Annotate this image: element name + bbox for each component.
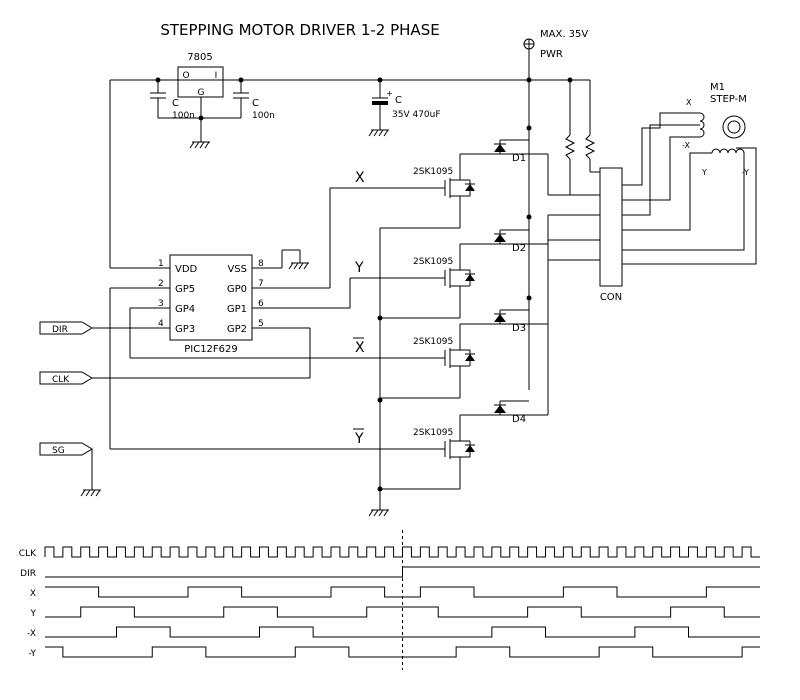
phase-waveform (45, 586, 760, 598)
microcontroller: PIC12F629 VDD GP5 GP4 GP3 1 2 3 4 VSS GP… (158, 254, 264, 355)
power-voltage-label: MAX. 35V (540, 29, 588, 40)
gate-signal-label: X (355, 340, 365, 356)
capacitor-c1: C 100n (150, 80, 195, 121)
mosfet-stage: D1 2SK1095 X (355, 139, 600, 229)
timing-signal-label: CLK (19, 549, 37, 559)
svg-text:100n: 100n (172, 111, 195, 121)
svg-text:100n: 100n (252, 111, 275, 121)
svg-text:7: 7 (258, 279, 264, 289)
svg-text:M1: M1 (710, 82, 725, 93)
svg-text:C: C (252, 98, 259, 109)
svg-text:GP1: GP1 (227, 304, 247, 315)
power-name-label: PWR (540, 49, 563, 60)
svg-text:Y: Y (701, 168, 707, 177)
timing-signal-label: DIR (20, 569, 36, 579)
svg-text:SG: SG (52, 446, 65, 456)
diode-label: D1 (512, 153, 526, 164)
svg-text:CLK: CLK (52, 375, 70, 385)
svg-text:C: C (395, 95, 402, 106)
svg-text:O: O (182, 71, 189, 81)
pullup-resistors (564, 79, 600, 196)
voltage-regulator: 7805 O I G (155, 52, 244, 142)
svg-text:+: + (386, 89, 393, 98)
svg-text:6: 6 (258, 299, 264, 309)
timing-signal-label: Y (30, 609, 37, 619)
regulator-name: 7805 (187, 52, 212, 63)
mosfet-stage: D2 2SK1095 Y (354, 214, 600, 319)
port-dir: DIR (39, 321, 93, 335)
timing-diagram: CLK DIR XY -X -Y (19, 530, 760, 670)
vcc-rail (109, 49, 590, 390)
svg-text:GP4: GP4 (175, 304, 195, 315)
svg-text:3: 3 (158, 299, 164, 309)
timing-signal-label: X (30, 589, 36, 599)
connector: CON (599, 167, 623, 303)
svg-text:8: 8 (258, 259, 264, 269)
svg-text:STEP-M: STEP-M (710, 94, 747, 105)
ground-icon (189, 141, 210, 149)
ground-icon (368, 129, 389, 137)
svg-text:5: 5 (258, 319, 264, 329)
diode-label: D2 (512, 243, 526, 254)
capacitor-c3: + C 35V 470uF (372, 80, 441, 130)
svg-text:-X: -X (682, 141, 690, 150)
svg-text:DIR: DIR (52, 325, 68, 335)
port-clk: CLK (39, 371, 93, 385)
mcu-name: PIC12F629 (184, 344, 238, 355)
gate-signal-label: X (355, 170, 365, 186)
mosfet-label: 2SK1095 (413, 337, 453, 347)
power-terminal: MAX. 35V PWR (523, 29, 588, 60)
mosfet-label: 2SK1095 (413, 257, 453, 267)
mosfet-label: 2SK1095 (413, 167, 453, 177)
mcu-wiring (92, 187, 445, 450)
svg-text:GP5: GP5 (175, 284, 195, 295)
phase-waveform (45, 646, 760, 658)
source-ground-bus (368, 228, 389, 517)
svg-text:X: X (686, 98, 692, 107)
timing-signal-label: -X (27, 629, 36, 639)
svg-text:VSS: VSS (227, 264, 247, 275)
svg-text:GP3: GP3 (175, 324, 195, 335)
svg-text:-Y: -Y (742, 168, 749, 177)
capacitor-c2: C 100n (233, 80, 275, 121)
timing-signal-label: -Y (28, 649, 36, 659)
svg-text:G: G (198, 88, 205, 98)
diode-label: D3 (512, 323, 526, 334)
svg-text:CON: CON (600, 292, 622, 303)
svg-text:4: 4 (158, 319, 164, 329)
diode-label: D4 (512, 414, 526, 425)
svg-text:GP0: GP0 (227, 284, 247, 295)
gate-signal-label: Y (354, 260, 364, 276)
diagram-title: STEPPING MOTOR DRIVER 1-2 PHASE (160, 21, 439, 39)
mosfet-label: 2SK1095 (413, 428, 453, 438)
svg-text:I: I (215, 71, 218, 81)
svg-text:C: C (172, 98, 179, 109)
svg-text:35V 470uF: 35V 470uF (392, 110, 441, 120)
svg-text:VDD: VDD (175, 264, 198, 275)
svg-text:1: 1 (158, 259, 164, 269)
stepper-motor: M1 STEP-M X -X Y -Y (622, 82, 757, 265)
phase-waveform (45, 626, 760, 638)
port-sg: SG (39, 442, 101, 497)
ground-icon (288, 262, 309, 270)
gate-signal-label: Y (354, 431, 364, 447)
svg-text:2: 2 (158, 279, 164, 289)
svg-text:GP2: GP2 (227, 324, 247, 335)
phase-waveform (45, 606, 760, 618)
